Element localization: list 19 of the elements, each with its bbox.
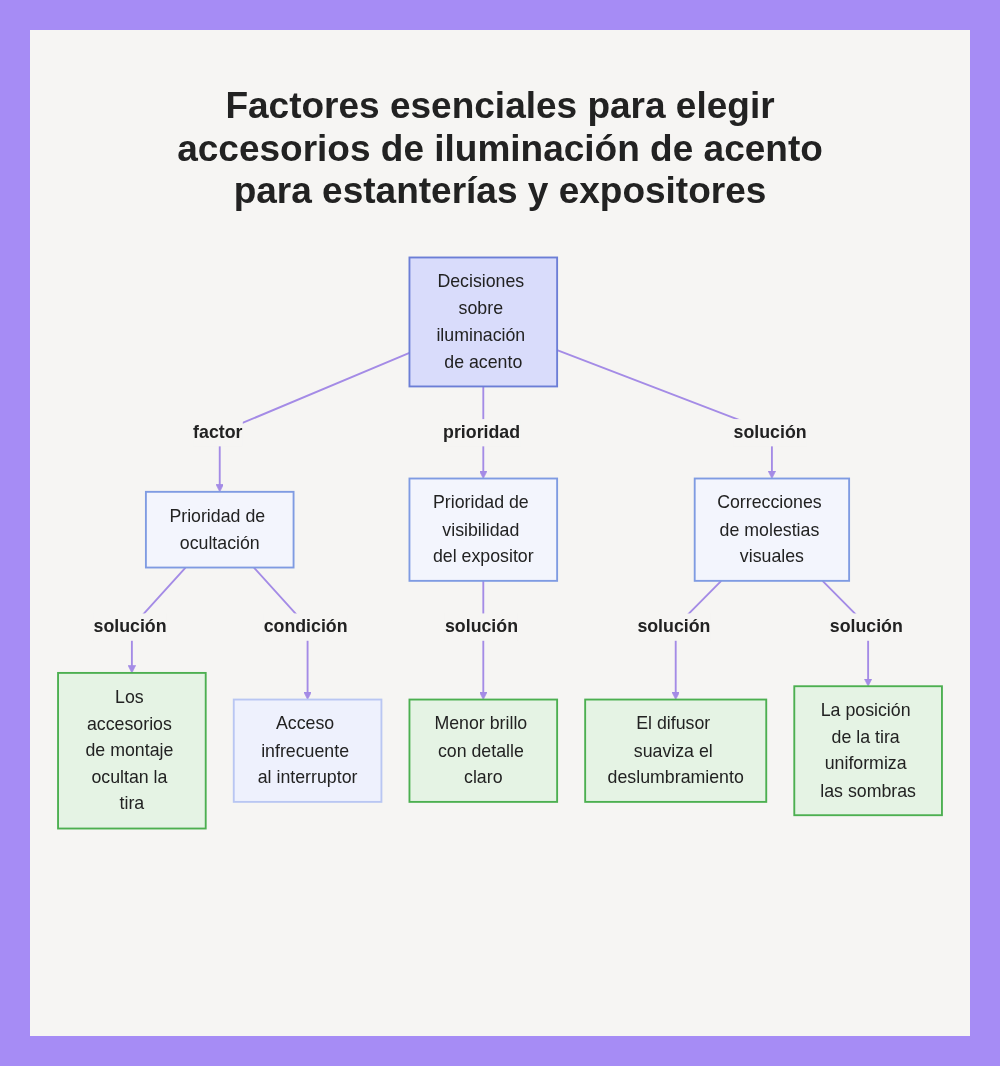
node-box — [584, 698, 768, 803]
node-box — [232, 698, 383, 803]
node-box — [408, 698, 559, 803]
edge-label: condición — [263, 616, 348, 636]
node-box — [408, 256, 559, 388]
background-panel: Factores esenciales para elegir accesorios de iluminación de acento para estanterías y expositores factor prioridad solución solución condición solución solución solución Decisiones sobre iluminación de acento Prioridad de ocultación Prioridad de visibilidad del expositor Correcciones de molestias visuales Los accesorios de montaje ocultan la tira Acceso infrecuente al interruptor Menor brillo con detalle claro El difusor suaviza el deslumbramiento La posición de la tira uniformiza las sombras — [30, 30, 970, 1036]
node-box — [793, 685, 943, 817]
node-box — [57, 671, 207, 830]
edge-label: prioridad — [443, 421, 521, 442]
edge-label: solución — [93, 616, 167, 636]
node-box — [693, 477, 851, 582]
node-box — [144, 490, 295, 569]
edge-label: solución — [637, 616, 711, 636]
edge-label: factor — [193, 421, 243, 442]
title: Factores esenciales para elegir accesorios de iluminación de acento para estanterías y expositores — [176, 85, 824, 213]
node-box — [408, 477, 559, 582]
edge-label: solución — [444, 616, 518, 636]
edge-label: solución — [733, 421, 807, 442]
edge-label: solución — [829, 616, 903, 636]
